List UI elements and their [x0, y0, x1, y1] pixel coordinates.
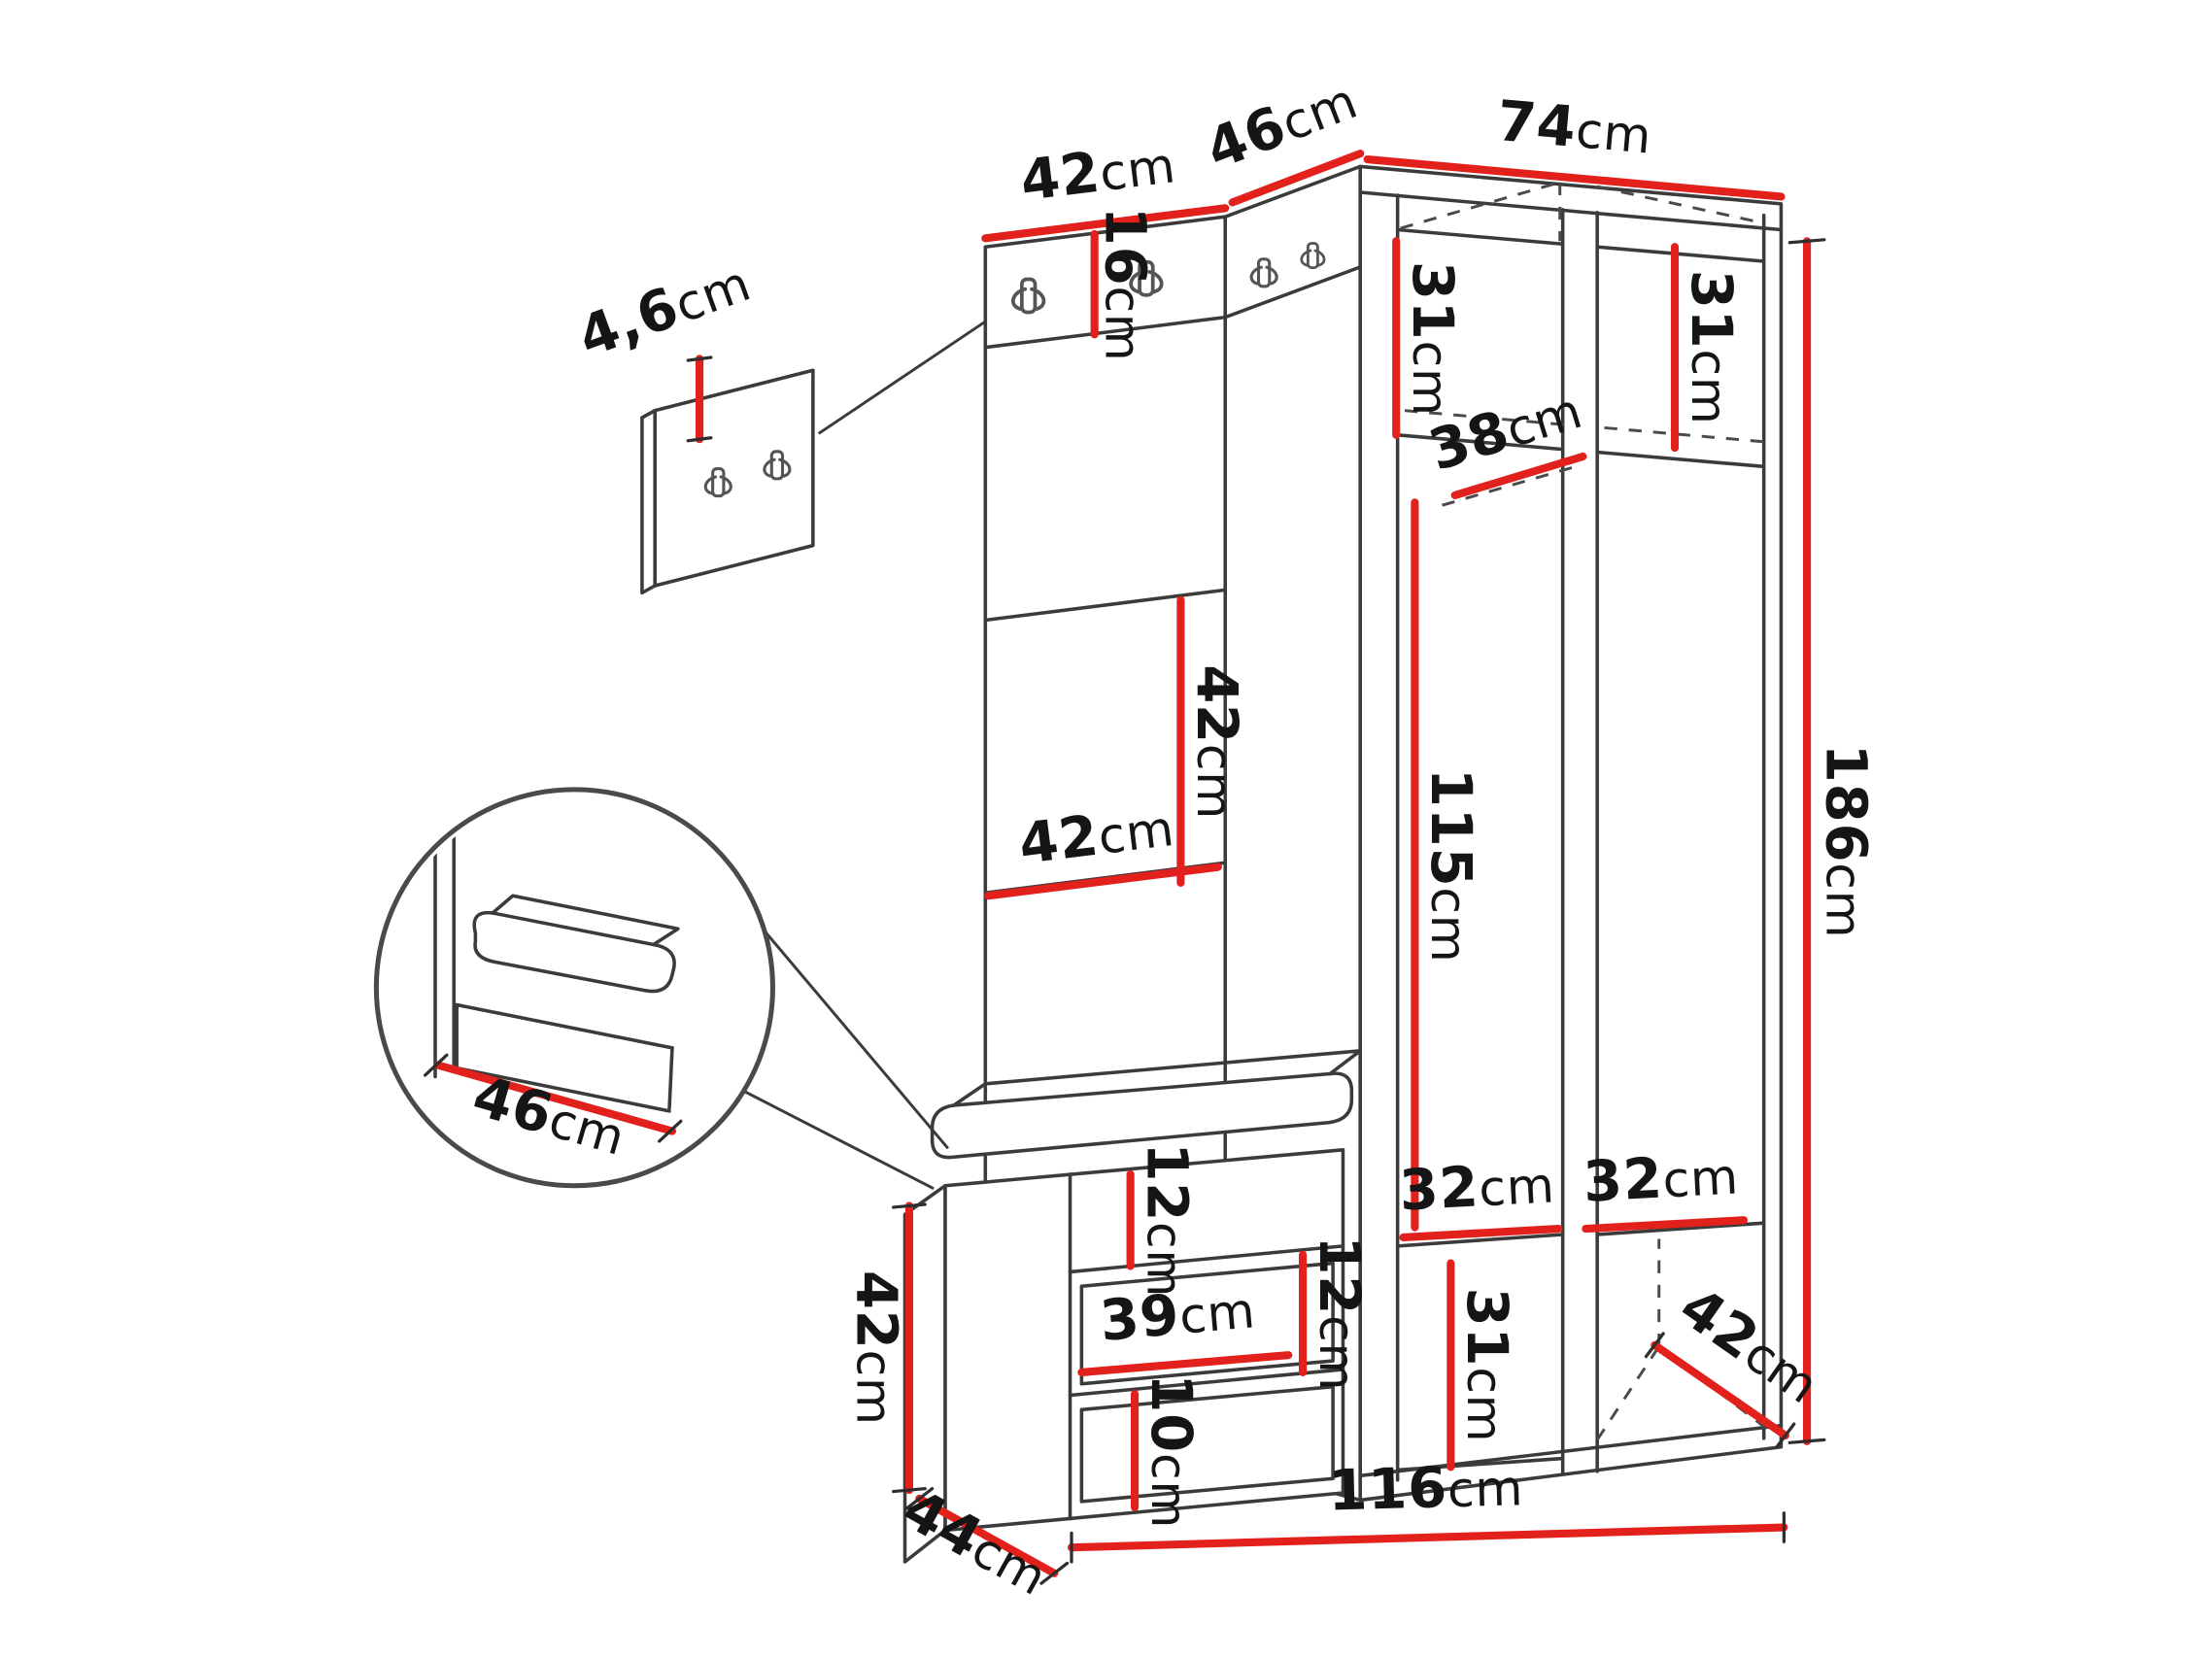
detail-circle [373, 787, 775, 1189]
dim-label-bench-height: 42cm [844, 1270, 910, 1426]
seat-detail [373, 787, 949, 1191]
wardrobe-bottom-shelf-right [1595, 1221, 1766, 1236]
dim-line-panel-tile-width [984, 863, 1222, 900]
dim-line-top-wardrobe-width [1363, 154, 1786, 201]
wall-panel-side-face [640, 408, 658, 595]
dim-line-lower-right-width [1582, 1216, 1749, 1234]
dim-label-drawer-width: 39cm [1098, 1274, 1258, 1354]
dim-label-total-width: 116cm [1328, 1452, 1524, 1523]
dim-line-top-corner-depth [1228, 150, 1365, 207]
dim-line-shelf-depth [1450, 452, 1587, 499]
dim-line-seat-depth-detail [433, 1061, 677, 1135]
dim-label-total-height: 186cm [1814, 744, 1880, 939]
dimension-lines [424, 150, 1826, 1585]
dim-label-upper-left-height: 31cm [1400, 261, 1466, 417]
wardrobe-top-rail [1358, 190, 1784, 232]
corner-top-edge [1223, 164, 1362, 219]
coat-hook-icon [1300, 242, 1326, 270]
wardrobe-drawer-bottom-line [1395, 1456, 1565, 1472]
dim-label-top-panel-width: 42cm [1017, 129, 1179, 214]
dim-label-top-wardrobe-width: 74cm [1494, 87, 1654, 167]
dim-label-wall-panel-thickness: 4,6cm [569, 248, 759, 370]
dim-label-lower-drawer-front-height: 31cm [1454, 1288, 1520, 1443]
wardrobe-outline [1358, 164, 1784, 1503]
dim-line-bench-depth [915, 1494, 1059, 1577]
bench-drawer-lower [1079, 1384, 1335, 1504]
dim-label-lower-right-width: 32cm [1582, 1140, 1740, 1214]
dim-line-lower-left-width [1399, 1225, 1563, 1242]
wardrobe-bottom-shelf-left [1395, 1233, 1565, 1248]
wardrobe-shelf-right [1595, 450, 1766, 469]
dim-label-hook-strip-height: 16cm [1092, 207, 1158, 362]
dim-label-lower-left-width: 32cm [1398, 1149, 1556, 1223]
wall-panel-leader-line [817, 320, 987, 435]
bench-drawer-upper [1079, 1261, 1335, 1386]
detail-cushion [472, 910, 676, 994]
wardrobe-ceiling-right [1595, 245, 1766, 263]
wall-panel-front-face [653, 368, 815, 588]
dim-label-hanging-space: 115cm [1418, 768, 1484, 964]
dim-label-panel-tile-height: 42cm [1184, 664, 1250, 820]
bench-rail-middle [1068, 1368, 1345, 1398]
corner-hook-strip-line [1223, 265, 1362, 320]
coat-hook-icon [1249, 257, 1278, 288]
panel-hook-strip-line [983, 315, 1227, 350]
dim-line-base-depth [1650, 1340, 1789, 1439]
storage-bench [902, 1049, 1362, 1564]
bench-cushion-top [951, 1049, 1362, 1107]
coat-hook-icon [1011, 277, 1046, 315]
dim-label-lower-drawer-height: 10cm [1139, 1373, 1205, 1529]
dim-label-drawer-height: 12cm [1307, 1235, 1373, 1391]
bench-cushion [930, 1071, 1354, 1160]
dim-line-total-width [1067, 1523, 1788, 1552]
wardrobe-ceiling-left [1395, 227, 1565, 247]
dim-line-drawer-width [1077, 1351, 1293, 1376]
detail-leader-upper [745, 909, 949, 1150]
dim-label-upper-right-height: 31cm [1679, 270, 1745, 425]
panel-tile-line-1 [983, 588, 1227, 623]
dim-label-panel-tile-width: 42cm [1015, 793, 1177, 877]
detail-leader-lower [726, 1081, 935, 1191]
bench-rail-top [1068, 1244, 1345, 1274]
dim-line-top-panel-width [981, 204, 1230, 243]
wardrobe-shelf-left [1395, 433, 1565, 452]
dim-label-bench-opening-height: 12cm [1134, 1142, 1200, 1298]
wall-panel-detail [640, 320, 987, 595]
